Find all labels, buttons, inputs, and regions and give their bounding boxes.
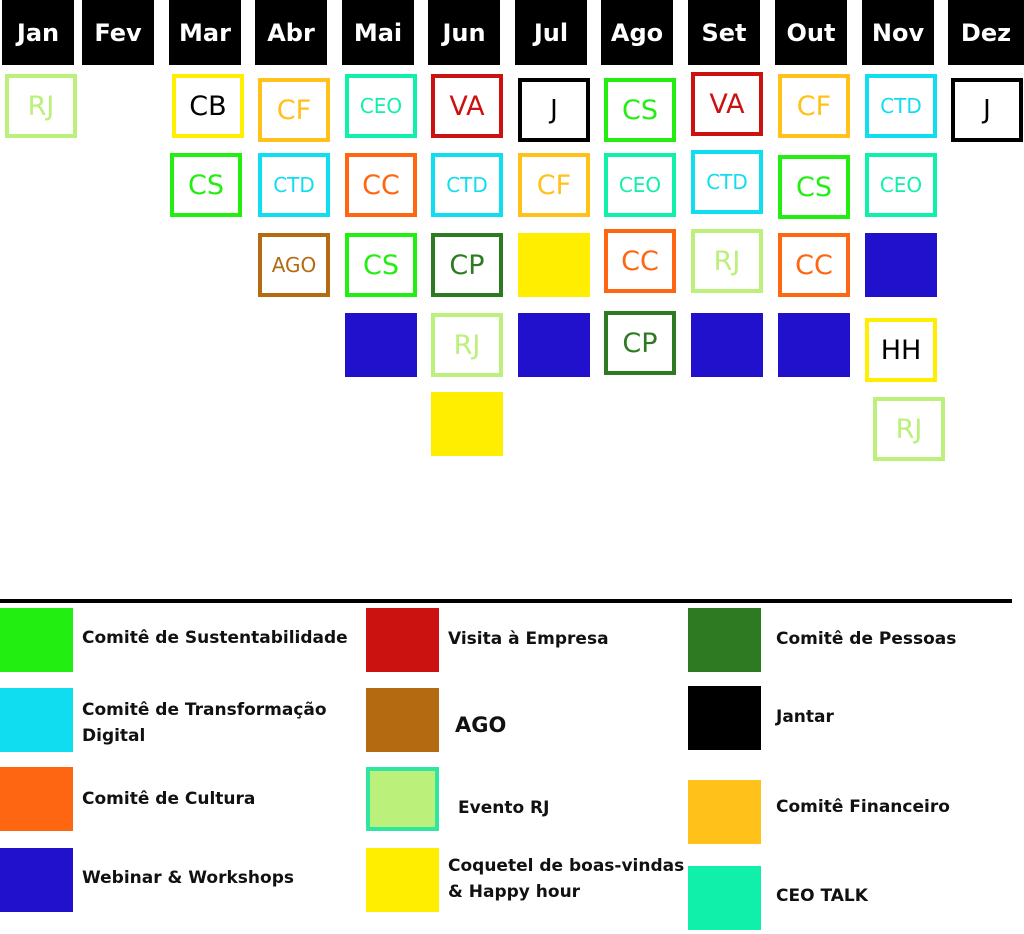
event-pessoas-ago: CP	[604, 311, 676, 375]
legend-swatch-jantar	[688, 686, 761, 750]
legend-label-transformacao: Comitê de Transformação Digital	[82, 700, 327, 746]
legend-label-cultura: Comitê de Cultura	[82, 789, 256, 809]
event-webinar-out	[778, 313, 850, 377]
event-coquetel-mar: CB	[172, 74, 244, 138]
month-header-abr: Abr	[255, 0, 327, 65]
month-header-ago: Ago	[601, 0, 673, 65]
event-transformacao-nov: CTD	[865, 74, 937, 138]
month-header-nov: Nov	[862, 0, 934, 65]
event-transformacao-abr: CTD	[258, 153, 330, 217]
legend-swatch-cultura	[0, 767, 73, 831]
event-transformacao-jun: CTD	[431, 153, 503, 217]
legend-swatch-ago	[366, 688, 439, 752]
event-financeiro-out: CF	[778, 74, 850, 138]
month-header-mar: Mar	[169, 0, 241, 65]
legend-label-jantar: Jantar	[776, 707, 834, 727]
legend-swatch-visita	[366, 608, 439, 672]
event-cultura-ago: CC	[604, 229, 676, 293]
legend-swatch-financeiro	[688, 780, 761, 844]
event-rj-set: RJ	[691, 229, 763, 293]
legend-label-ceo: CEO TALK	[776, 886, 868, 906]
legend-swatch-sustentabilidade	[0, 608, 73, 672]
event-visita-set: VA	[691, 72, 763, 136]
event-coquetel-jun	[431, 392, 503, 456]
legend-label-ago: AGO	[455, 713, 507, 737]
legend-swatch-transformacao	[0, 688, 73, 752]
event-webinar-mai	[345, 313, 417, 377]
event-ceo-nov: CEO	[865, 153, 937, 217]
event-coquetel-jul	[518, 233, 590, 297]
legend-label-rj: Evento RJ	[458, 798, 550, 818]
legend-swatch-ceo	[688, 866, 761, 930]
event-transformacao-set: CTD	[691, 150, 763, 214]
month-header-jun: Jun	[428, 0, 500, 65]
event-jantar-dez: J	[951, 78, 1023, 142]
event-rj-nov: RJ	[873, 397, 945, 461]
event-coquetel-nov: HH	[865, 318, 937, 382]
event-jantar-jul: J	[518, 78, 590, 142]
month-header-set: Set	[688, 0, 760, 65]
month-header-jan: Jan	[2, 0, 74, 65]
event-webinar-jul	[518, 313, 590, 377]
event-sustentabilidade-ago: CS	[604, 78, 676, 142]
event-financeiro-abr: CF	[258, 78, 330, 142]
event-financeiro-jul: CF	[518, 153, 590, 217]
month-header-jul: Jul	[515, 0, 587, 65]
legend-swatch-rj	[366, 767, 439, 831]
legend-label-webinar: Webinar & Workshops	[82, 868, 294, 888]
month-header-mai: Mai	[342, 0, 414, 65]
event-pessoas-jun: CP	[431, 233, 503, 297]
event-visita-jun: VA	[431, 74, 503, 138]
legend-swatch-coquetel	[366, 848, 439, 912]
event-sustentabilidade-mai: CS	[345, 233, 417, 297]
legend-label-coquetel: Coquetel de boas-vindas & Happy hour	[448, 856, 685, 902]
event-cultura-mai: CC	[345, 153, 417, 217]
month-header-dez: Dez	[948, 0, 1024, 65]
legend-divider	[0, 599, 1012, 603]
legend-label-sustentabilidade: Comitê de Sustentabilidade	[82, 628, 348, 648]
event-webinar-set	[691, 313, 763, 377]
month-header-fev: Fev	[82, 0, 154, 65]
event-sustentabilidade-mar: CS	[170, 153, 242, 217]
event-webinar-nov	[865, 233, 937, 297]
legend-label-pessoas: Comitê de Pessoas	[776, 629, 957, 649]
event-rj-jun: RJ	[431, 313, 503, 377]
month-header-out: Out	[775, 0, 847, 65]
legend-swatch-webinar	[0, 848, 73, 912]
event-rj-jan: RJ	[5, 74, 77, 138]
event-ago-abr: AGO	[258, 233, 330, 297]
legend-label-visita: Visita à Empresa	[448, 629, 609, 649]
legend-label-financeiro: Comitê Financeiro	[776, 797, 950, 817]
event-sustentabilidade-out: CS	[778, 155, 850, 219]
legend-swatch-pessoas	[688, 608, 761, 672]
event-cultura-out: CC	[778, 233, 850, 297]
event-ceo-ago: CEO	[604, 153, 676, 217]
event-ceo-mai: CEO	[345, 74, 417, 138]
